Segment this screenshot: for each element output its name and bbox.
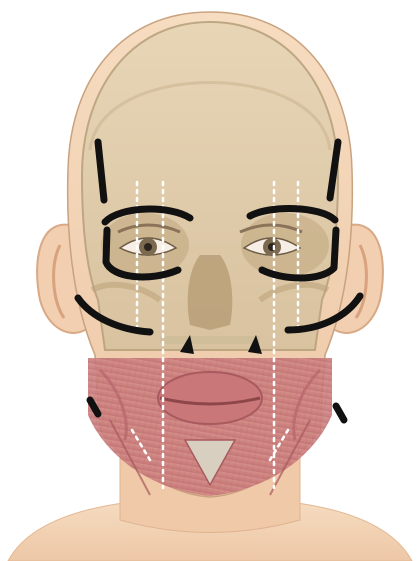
skull-overlay-icon: [82, 22, 338, 350]
jaw-mark-right: [336, 406, 344, 420]
